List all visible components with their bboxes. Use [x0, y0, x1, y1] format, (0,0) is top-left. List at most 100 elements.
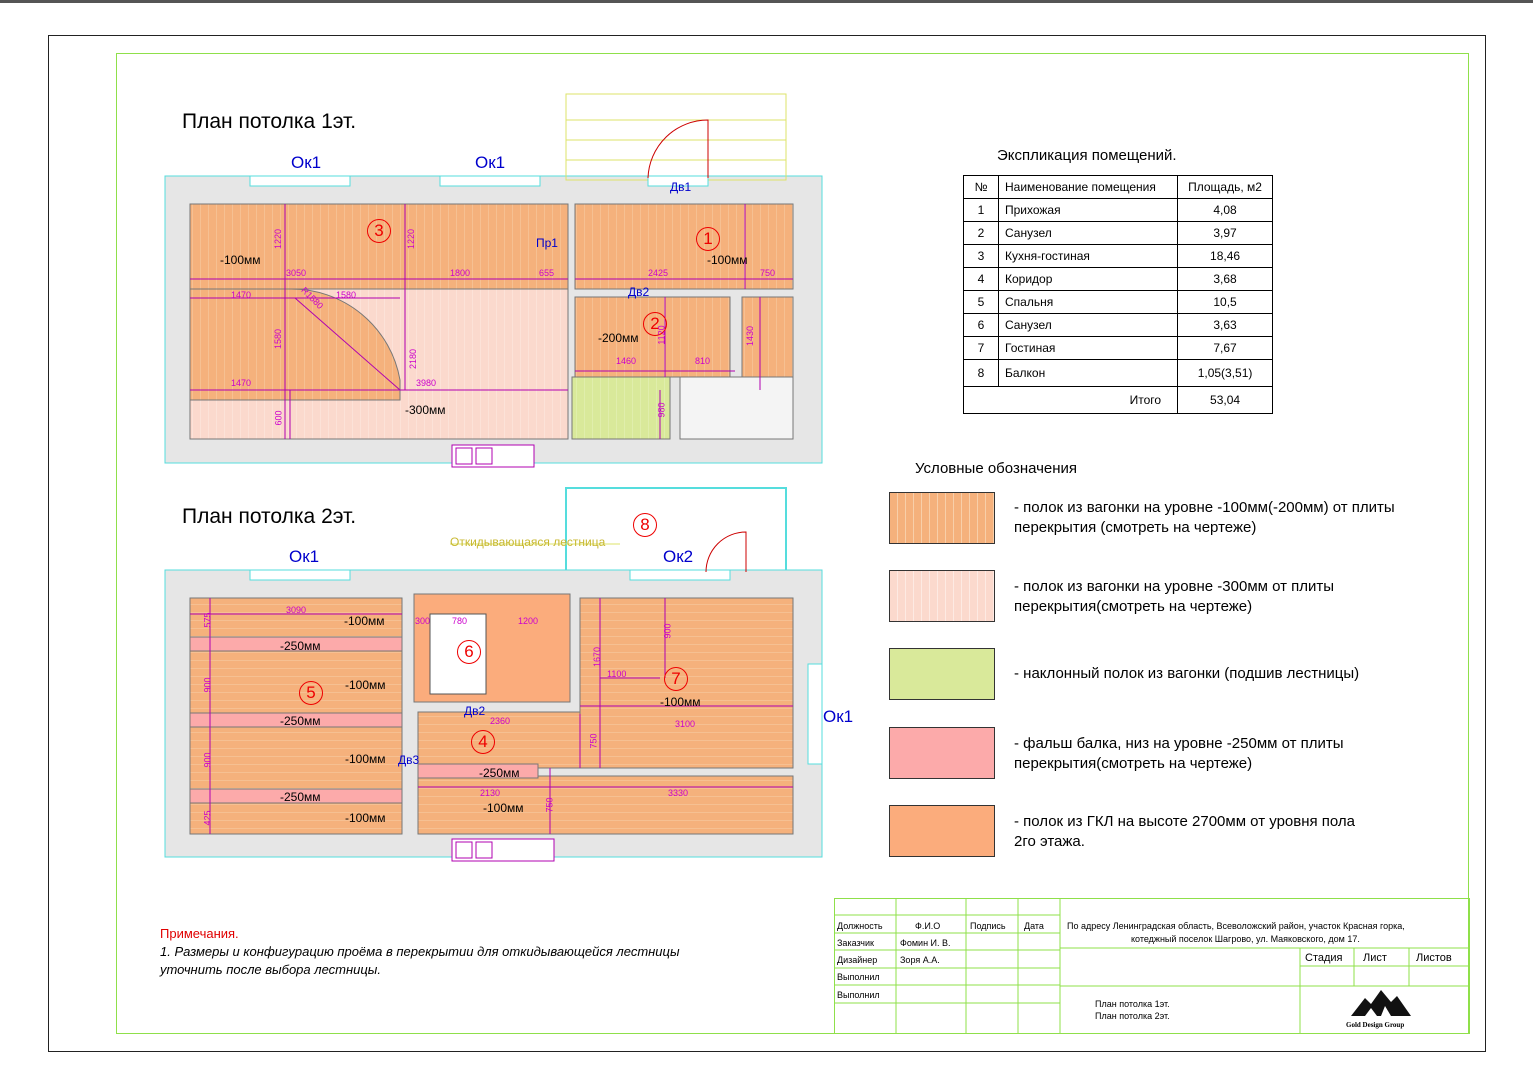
plan2-level: -250мм [280, 790, 321, 804]
row-num: 1 [963, 198, 999, 222]
plan1-window-1: Ок1 [291, 153, 322, 172]
plan1-title: План потолка 1эт. [182, 110, 357, 133]
legend-line: - наклонный полок из вагонки (подшив лес… [1014, 665, 1360, 682]
row-area: 1,05(3,51) [1177, 359, 1273, 387]
plan2-title: План потолка 2эт. [182, 505, 357, 528]
plan2-dim: 300 [415, 616, 431, 626]
row-name: Санузел [997, 221, 1179, 245]
stamp-sheet: Лист [1363, 952, 1387, 964]
plan2-door-3: Дв3 [398, 753, 420, 767]
header-num: № [963, 175, 999, 199]
plan1-dim: 1460 [616, 356, 637, 366]
stamp-header: Должность [837, 921, 883, 931]
plan1-dim: 1580 [336, 290, 357, 300]
plan1-dim: 1220 [273, 228, 284, 250]
plan1-room-1: 1 [696, 227, 720, 251]
plan2-level: -100мм [344, 614, 385, 628]
stamp-role: Дизайнер [837, 955, 878, 965]
stamp-address-2: котеджный поселок Шагрово, ул. Маяковско… [1131, 934, 1360, 944]
notes-line-1: 1. Размеры и конфигурацию проёма в перек… [160, 944, 680, 959]
legend-swatch-3 [889, 648, 995, 700]
plan1-dim: 1430 [745, 325, 756, 347]
plan1-dim: 2425 [648, 268, 669, 278]
row-num: 3 [963, 244, 999, 268]
legend-swatch-4 [889, 727, 995, 779]
company-logo-text: Gold Design Group [1346, 1021, 1405, 1029]
plan2-dim: 900 [662, 623, 673, 639]
row-num: 4 [963, 267, 999, 291]
explication-title: Экспликация помещений. [997, 147, 1177, 164]
stamp-header: Подпись [970, 921, 1006, 931]
plan1-room-2: 2 [643, 312, 667, 336]
row-num: 2 [963, 221, 999, 245]
stamp-sheets: Листов [1416, 952, 1452, 964]
title-block-lines [834, 898, 1470, 1034]
plan2-window-1: Ок1 [289, 547, 320, 566]
top-border [0, 0, 1533, 3]
legend-line: перекрытия(смотреть на чертеже) [1014, 598, 1253, 615]
row-name: Прихожая [997, 198, 1179, 222]
legend-text-3: - наклонный полок из вагонки (подшив лес… [1014, 664, 1359, 684]
plan2-dim: 1100 [607, 669, 627, 679]
legend-line: - полок из вагонки на уровне -100мм(-200… [1014, 499, 1395, 516]
legend-line: перекрытия(смотреть на чертеже) [1014, 755, 1253, 772]
plan2-room-8: 8 [633, 513, 657, 537]
plan1-dim: 1800 [450, 268, 471, 278]
row-area: 3,68 [1177, 267, 1273, 291]
legend-line: - фальш балка, низ на уровне -250мм от п… [1014, 735, 1344, 752]
plan2-dim: 1670 [592, 646, 603, 668]
plan1-dim: 600 [273, 410, 284, 426]
stamp-person: Зоря А.А. [900, 955, 940, 965]
plan1-level: -100мм [707, 253, 748, 267]
header-name: Наименование помещения [997, 175, 1179, 199]
plan1-dim: 1470 [231, 378, 252, 388]
row-name: Балкон [997, 359, 1179, 387]
plan2-level: -100мм [345, 811, 386, 825]
row-area: 4,08 [1177, 198, 1273, 222]
stamp-role: Выполнил [837, 972, 880, 982]
plan2-level: -250мм [280, 714, 321, 728]
plan2-dim: 575 [202, 612, 213, 628]
plan1-level: -300мм [405, 403, 446, 417]
plan1-dim: 980 [656, 402, 667, 418]
plan1-dim: 2180 [408, 348, 419, 370]
plan1-dim: 810 [695, 356, 711, 366]
plan2-dim: 1200 [518, 616, 539, 626]
legend-text-1: - полок из вагонки на уровне -100мм(-200… [1014, 498, 1395, 538]
legend-swatch-5 [889, 805, 995, 857]
stamp-header: Ф.И.О [915, 921, 941, 931]
total-label: Итого [962, 386, 1179, 414]
plan1-dim: 1580 [273, 328, 284, 350]
stamp-role: Выполнил [837, 990, 880, 1000]
row-num: 8 [963, 359, 999, 387]
plan1-dim: 1120 [656, 325, 667, 345]
plan2-room-5: 5 [299, 681, 323, 705]
row-name: Кухня-гостиная [997, 244, 1179, 268]
plan1-drawing [164, 93, 823, 468]
legend-line: перекрытия (смотреть на чертеже) [1014, 519, 1257, 536]
legend-line: 2го этажа. [1014, 833, 1085, 850]
legend-text-2: - полок из вагонки на уровне -300мм от п… [1014, 577, 1334, 617]
plan2-dim: 750 [544, 797, 555, 813]
plan1-door-1: Дв1 [670, 180, 692, 194]
plan2-dim: 3330 [668, 788, 689, 798]
stamp-header: Дата [1024, 921, 1044, 931]
row-area: 7,67 [1177, 336, 1273, 360]
stamp-sheet-title-1: План потолка 1эт. [1095, 999, 1170, 1009]
plan2-room-6: 6 [457, 640, 481, 664]
plan2-dim: 2130 [480, 788, 501, 798]
stamp-address-1: По адресу Ленинградская область, Всеволо… [1067, 921, 1405, 931]
notes-title: Примечания. [160, 926, 239, 941]
row-num: 5 [963, 290, 999, 314]
plan2-window-2: Ок2 [663, 547, 694, 566]
total-value: 53,04 [1177, 386, 1273, 414]
plan2-room-4: 4 [471, 730, 495, 754]
plan2-window-3: Ок1 [823, 707, 854, 726]
plan1-dim: 1470 [231, 290, 252, 300]
